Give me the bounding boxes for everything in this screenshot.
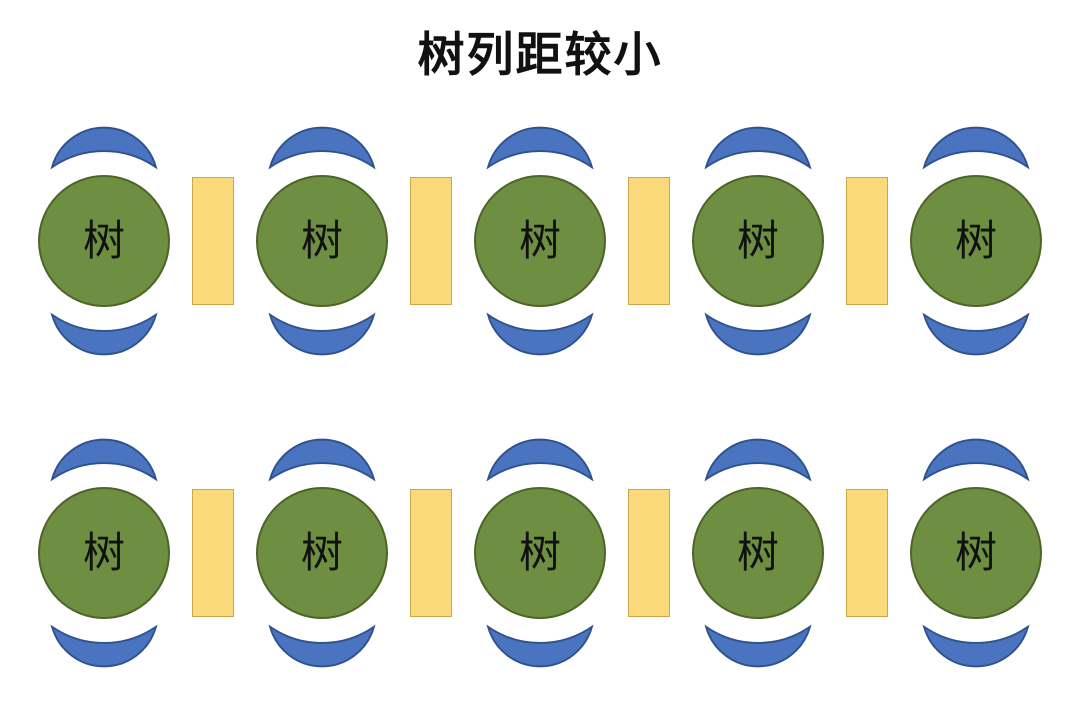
tree-node: 树 (256, 123, 388, 359)
crescent-top-icon (50, 438, 158, 482)
tree-circle: 树 (910, 487, 1042, 619)
spacer-rect (628, 489, 670, 617)
tree-circle: 树 (474, 175, 606, 307)
tree-circle: 树 (474, 487, 606, 619)
tree-label: 树 (736, 529, 779, 576)
tree-node: 树 (910, 435, 1042, 671)
crescent-bottom-icon (268, 624, 376, 668)
tree-circle: 树 (38, 175, 170, 307)
crescent-top-icon (922, 438, 1030, 482)
tree-label: 树 (300, 529, 343, 576)
tree-label: 树 (954, 529, 997, 576)
crescent-bottom-icon (922, 624, 1030, 668)
crescent-bottom-icon (922, 312, 1030, 356)
tree-node: 树 (256, 435, 388, 671)
tree-node: 树 (692, 123, 824, 359)
tree-circle: 树 (692, 175, 824, 307)
crescent-bottom-icon (268, 312, 376, 356)
tree-label: 树 (954, 217, 997, 264)
tree-circle: 树 (256, 487, 388, 619)
tree-label: 树 (518, 529, 561, 576)
tree-label: 树 (736, 217, 779, 264)
crescent-top-icon (268, 438, 376, 482)
crescent-top-icon (704, 438, 812, 482)
spacer-rect (846, 177, 888, 305)
spacer-rect (410, 489, 452, 617)
tree-circle: 树 (38, 487, 170, 619)
crescent-top-icon (486, 126, 594, 170)
tree-row-2: 树 树 树 树 (38, 435, 1042, 671)
spacer-rect (192, 489, 234, 617)
page-title: 树列距较小 (417, 28, 663, 81)
tree-label: 树 (82, 217, 125, 264)
spacer-rect (628, 177, 670, 305)
tree-node: 树 (474, 435, 606, 671)
crescent-top-icon (486, 438, 594, 482)
tree-circle: 树 (692, 487, 824, 619)
spacer-rect (846, 489, 888, 617)
tree-node: 树 (474, 123, 606, 359)
tree-label: 树 (300, 217, 343, 264)
crescent-top-icon (50, 126, 158, 170)
crescent-bottom-icon (486, 624, 594, 668)
crescent-top-icon (922, 126, 1030, 170)
tree-label: 树 (82, 529, 125, 576)
tree-node: 树 (692, 435, 824, 671)
tree-circle: 树 (910, 175, 1042, 307)
tree-node: 树 (38, 435, 170, 671)
diagram: 树 树 树 树 (0, 123, 1080, 671)
tree-circle: 树 (256, 175, 388, 307)
crescent-bottom-icon (50, 312, 158, 356)
crescent-bottom-icon (50, 624, 158, 668)
tree-node: 树 (38, 123, 170, 359)
crescent-top-icon (268, 126, 376, 170)
crescent-bottom-icon (486, 312, 594, 356)
crescent-bottom-icon (704, 312, 812, 356)
spacer-rect (410, 177, 452, 305)
tree-row-1: 树 树 树 树 (38, 123, 1042, 359)
crescent-top-icon (704, 126, 812, 170)
crescent-bottom-icon (704, 624, 812, 668)
spacer-rect (192, 177, 234, 305)
tree-node: 树 (910, 123, 1042, 359)
tree-label: 树 (518, 217, 561, 264)
